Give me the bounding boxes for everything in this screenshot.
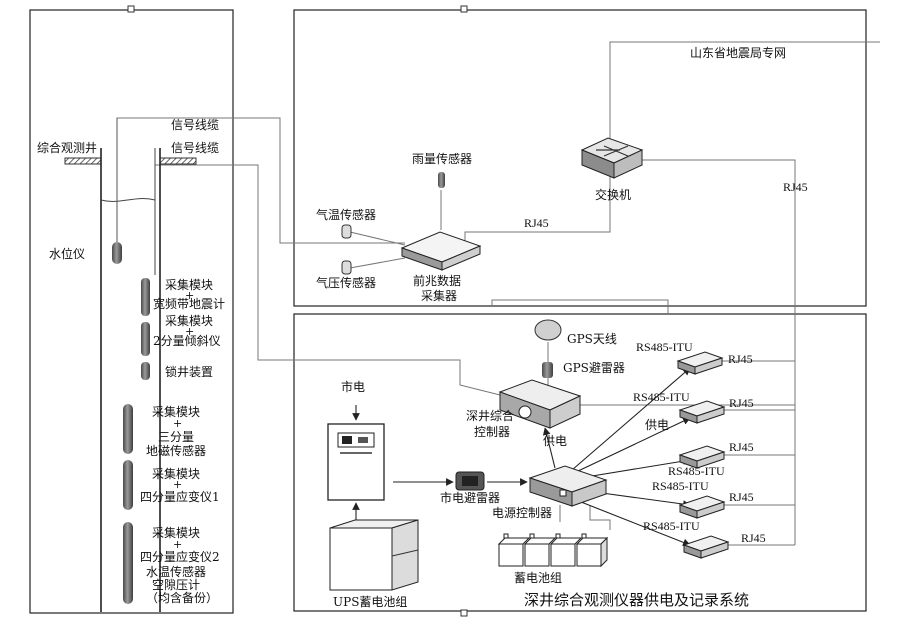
rs485-label-2: RS485-ITU [633, 390, 690, 404]
battery-group-icon [497, 533, 609, 568]
module-1-label: 采集模块 + 宽频带地震计 [153, 277, 225, 311]
svg-text:水温传感器: 水温传感器 [146, 564, 206, 579]
well-panel [29, 9, 234, 614]
svg-text:2分量倾斜仪: 2分量倾斜仪 [153, 334, 221, 348]
rs485-box-icon [676, 351, 724, 375]
rs485-label-1: RS485-ITU [636, 340, 693, 354]
collector-label-1: 前兆数据 [413, 273, 461, 288]
module-4-label: 采集模块 + 四分量应变仪1 [140, 466, 220, 504]
corner-marker [460, 5, 468, 13]
ups-battery-icon [329, 519, 419, 591]
air-temp-sensor-label: 气温传感器 [316, 207, 376, 222]
well-title: 综合观测井 [37, 140, 97, 155]
svg-text:四分量应变仪2: 四分量应变仪2 [140, 549, 220, 564]
rs485-label-5: RS485-ITU [643, 519, 700, 533]
collector-label-2: 采集器 [421, 288, 457, 303]
module-2-label: 采集模块 + 2分量倾斜仪 [153, 313, 221, 348]
power-supply-label-1: 供电 [543, 434, 567, 448]
svg-text:地磁传感器: 地磁传感器 [146, 443, 206, 458]
rj45-label-1: RJ45 [728, 352, 753, 366]
water-gauge-label: 水位仪 [49, 246, 85, 261]
lock-device [141, 362, 150, 380]
svg-text:+: + [185, 289, 194, 302]
well-cap-hatch [64, 157, 102, 165]
svg-text:四分量应变仪1: 四分量应变仪1 [140, 489, 220, 504]
svg-text:（均含备份）: （均含备份） [146, 590, 218, 605]
network-panel [293, 9, 867, 307]
data-collector-icon [400, 231, 482, 271]
corner-marker [127, 5, 135, 13]
gps-arrester-label: GPS避雷器 [563, 361, 625, 375]
svg-text:采集模块: 采集模块 [152, 525, 200, 540]
water-gauge-probe [112, 242, 122, 264]
svg-text:采集模块: 采集模块 [165, 313, 213, 328]
rs485-label-3: RS485-ITU [668, 464, 725, 478]
module-5-label: 采集模块 + 四分量应变仪2 水温传感器 空隙压计 （均含备份） [140, 525, 220, 605]
controller-label-2: 控制器 [474, 425, 510, 439]
power-controller-label: 电源控制器 [492, 506, 552, 520]
system-title: 深井综合观测仪器供电及记录系统 [524, 591, 749, 609]
well-cap-hatch [159, 157, 197, 165]
ups-label: UPS蓄电池组 [333, 595, 407, 609]
rj45-label-4: RJ45 [729, 490, 754, 504]
svg-text:+: + [173, 417, 182, 430]
mains-label: 市电 [341, 379, 365, 394]
mains-arrester-icon [455, 471, 485, 491]
air-temp-sensor-icon [341, 224, 352, 239]
mains-arrester-label: 市电避雷器 [440, 490, 500, 505]
module-tube [123, 404, 133, 454]
module-3-label: 采集模块 + 三分量 地磁传感器 [146, 404, 206, 458]
rain-sensor-icon [438, 172, 445, 188]
lock-device-label: 锁井装置 [165, 364, 213, 379]
network-title: 山东省地震局专网 [690, 45, 786, 60]
power-arrows [352, 367, 691, 547]
pressure-sensor-label: 气压传感器 [316, 275, 376, 290]
gps-antenna-label: GPS天线 [567, 332, 617, 346]
well-controller-icon [498, 379, 582, 429]
mains-cabinet-icon [327, 423, 385, 501]
svg-text:+: + [173, 538, 182, 551]
rj45-label-3: RJ45 [729, 440, 754, 454]
module-tube [123, 522, 133, 604]
corner-marker [460, 609, 468, 617]
module-tube [123, 460, 133, 510]
signal-cable-1-label: 信号线缆 [171, 118, 219, 132]
power-controller-icon [528, 465, 608, 507]
battery-group-label: 蓄电池组 [514, 571, 562, 585]
svg-text:+: + [185, 325, 194, 338]
rain-sensor-label: 雨量传感器 [412, 151, 472, 166]
svg-text:三分量: 三分量 [158, 430, 194, 444]
module-tube [141, 322, 150, 356]
rj45-collector-label: RJ45 [524, 216, 549, 230]
switch-label: 交换机 [595, 187, 631, 202]
gps-antenna-icon [534, 319, 562, 341]
observation-well [64, 118, 197, 612]
svg-text:采集模块: 采集模块 [152, 404, 200, 419]
system-panel [293, 313, 867, 612]
svg-text:采集模块: 采集模块 [165, 277, 213, 292]
svg-text:采集模块: 采集模块 [152, 466, 200, 481]
svg-text:宽频带地震计: 宽频带地震计 [153, 296, 225, 311]
module-tube [141, 278, 150, 316]
pressure-sensor-icon [341, 260, 352, 275]
rs485-box-icon [678, 400, 726, 424]
rj45-switch-label: RJ45 [783, 180, 808, 194]
wires [116, 41, 880, 546]
svg-text:空隙压计: 空隙压计 [152, 578, 200, 592]
controller-label-1: 深井综合 [466, 408, 514, 423]
gps-arrester-icon [542, 362, 553, 378]
svg-text:+: + [173, 478, 182, 491]
rs485-box-icon [678, 495, 726, 519]
rs485-label-4: RS485-ITU [652, 479, 709, 493]
power-supply-label-2: 供电 [645, 418, 669, 432]
rj45-label-2: RJ45 [729, 396, 754, 410]
rs485-box-icon [678, 445, 726, 469]
signal-cable-2-label: 信号线缆 [171, 141, 219, 155]
rs485-box-icon [682, 535, 730, 559]
rj45-label-5: RJ45 [741, 531, 766, 545]
switch-icon [580, 137, 644, 179]
